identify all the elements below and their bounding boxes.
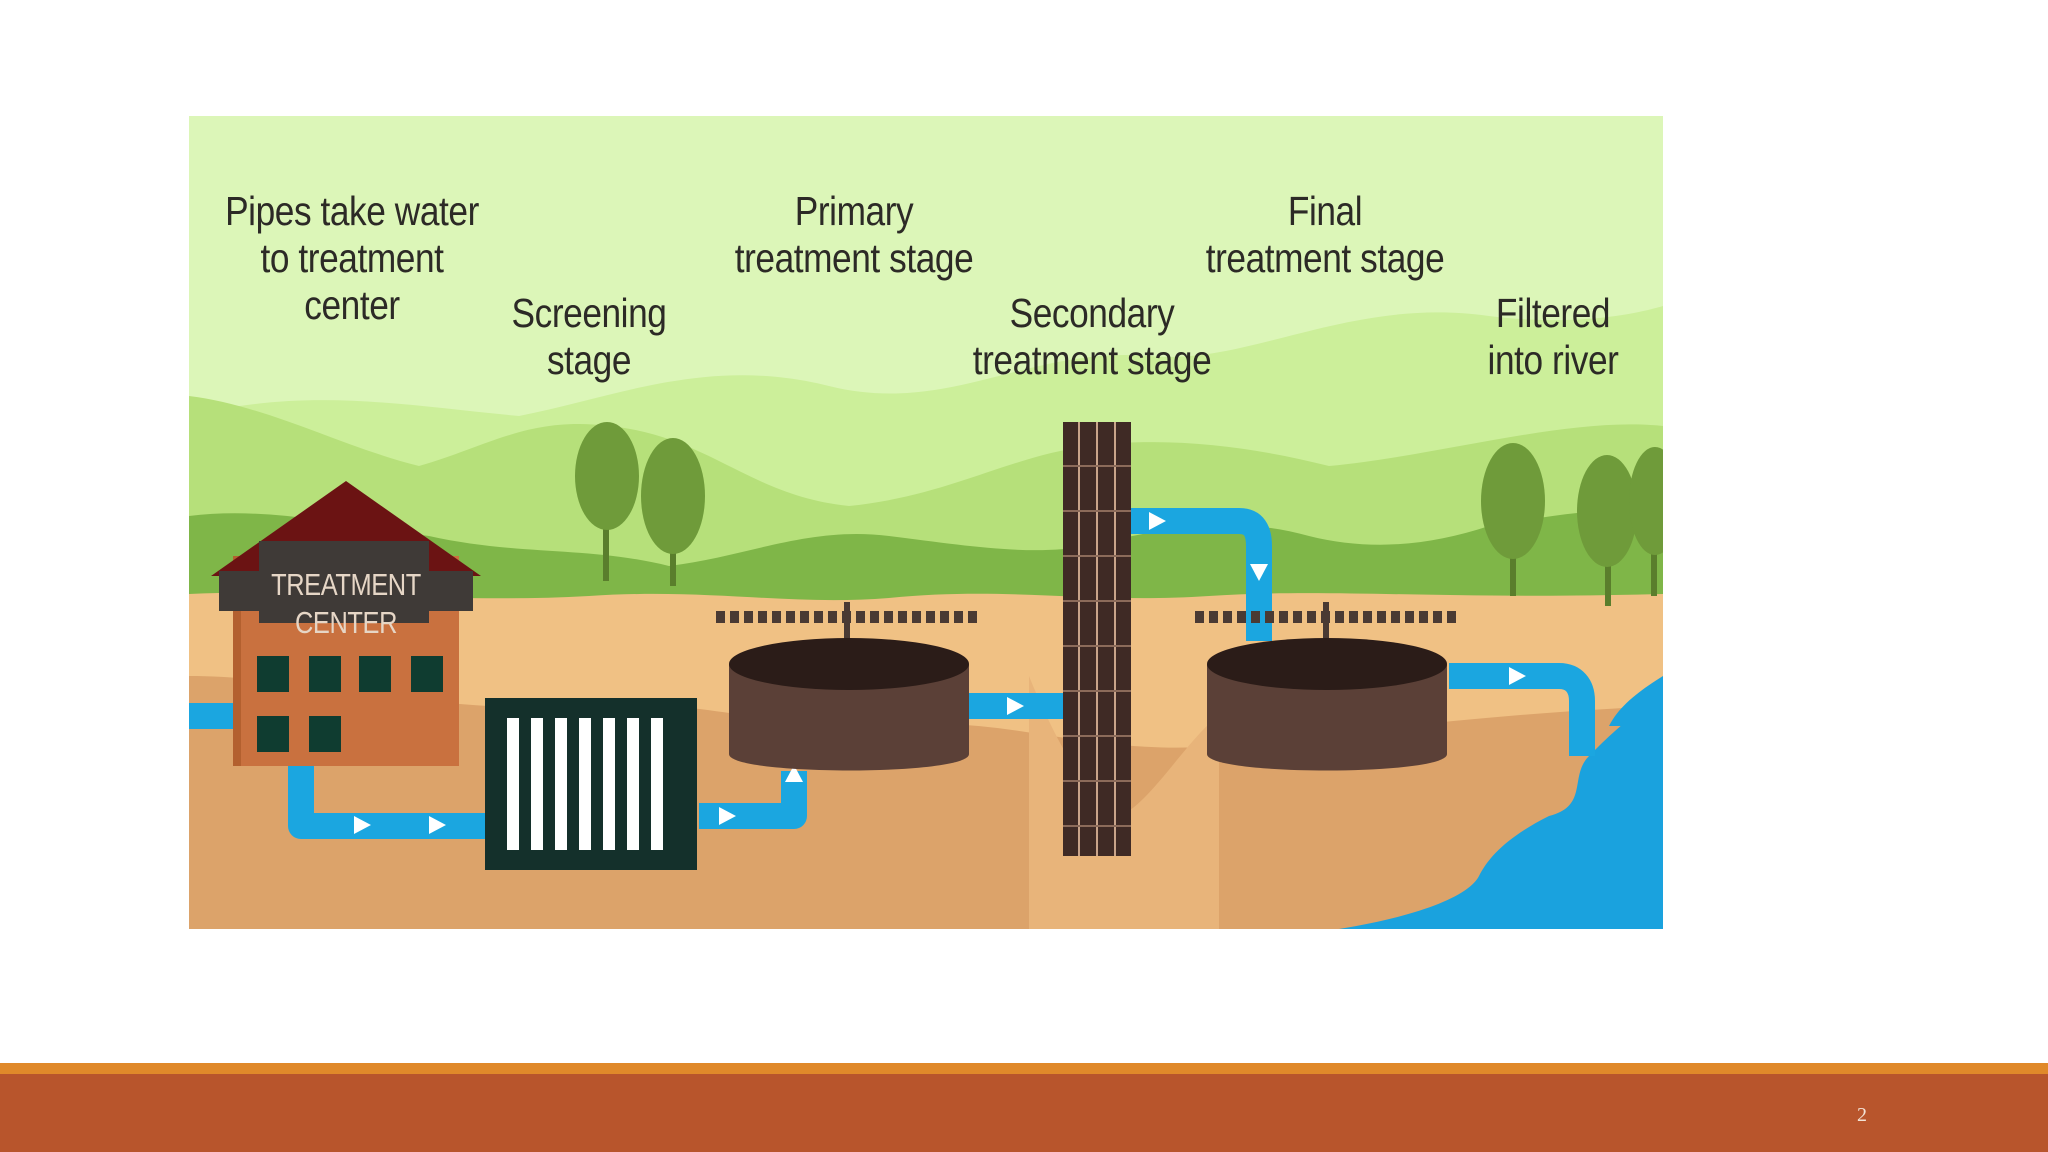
pipe-final-to-river: [1449, 663, 1595, 756]
arrow-2: [429, 816, 446, 834]
label-final: Final treatment stage: [1205, 188, 1445, 281]
label-secondary: Secondary treatment stage: [972, 290, 1212, 383]
primary-tank: [716, 602, 979, 771]
river-bank: [1609, 676, 1663, 726]
label-pipes: Pipes take water to treatment center: [225, 188, 479, 328]
page-number: 2: [1857, 1104, 1867, 1126]
label-filtered: Filtered into river: [1487, 290, 1619, 383]
label-screening: Screening stage: [511, 290, 667, 383]
arrow-4: [785, 765, 803, 782]
footer-accent-stripe: [0, 1063, 2048, 1074]
trees-right: [1481, 443, 1663, 606]
arrow-8: [1509, 667, 1526, 685]
pipe-center-to-screen: [288, 766, 489, 839]
treatment-center-building: [211, 481, 481, 766]
arrow-1: [354, 816, 371, 834]
arrow-5: [1007, 697, 1024, 715]
building-sign: TREATMENT CENTER: [271, 567, 421, 640]
pipe-secondary-to-final: [1129, 508, 1272, 641]
ground-dip: [1029, 676, 1219, 929]
final-tank: [1195, 602, 1457, 771]
river: [1339, 696, 1663, 929]
arrow-3: [719, 807, 736, 825]
water-treatment-diagram: TREATMENT CENTER Pipes take water to tre…: [189, 116, 1663, 929]
screening-unit: [485, 698, 697, 870]
arrow-7: [1250, 564, 1268, 581]
trees-left: [575, 422, 705, 586]
diagram-illustration: [189, 116, 1663, 929]
flow-arrows: [354, 512, 1526, 834]
secondary-column: [1063, 422, 1131, 856]
footer-bar: [0, 1074, 2048, 1152]
pipes: [189, 508, 1595, 839]
arrow-6: [1149, 512, 1166, 530]
label-primary: Primary treatment stage: [734, 188, 974, 281]
